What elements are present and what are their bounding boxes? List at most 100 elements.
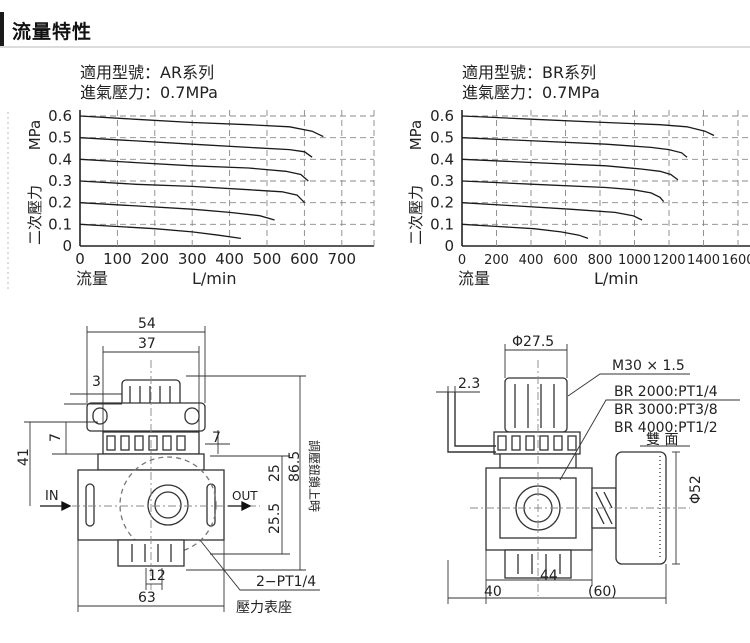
ar-dim-3: 3: [92, 374, 101, 390]
br-y-tick-label: 0.2: [430, 194, 454, 212]
ar-series-line-5: [79, 202, 275, 221]
ar-series-line-4: [79, 180, 306, 204]
title-divider: [0, 46, 750, 48]
chart-br-grid: [461, 110, 750, 247]
br-y-tick-label: 0.5: [430, 129, 454, 147]
ar-dim-41: 41: [16, 448, 32, 466]
br-y-tick-label: 0.3: [430, 172, 454, 190]
chart-br-series: [461, 115, 715, 240]
chart-ar-y-label: 二次壓力: [26, 185, 44, 245]
chart-ar-x-label: 流量: [76, 269, 108, 288]
ar-dimension-labels: 54 37 3 7 7 41 25 86.5 25.5 12 63 IN OUT…: [16, 316, 322, 616]
title-accent-bar: [0, 12, 4, 48]
ar-x-tick-label: 400: [215, 250, 244, 268]
br-dim-40: 40: [484, 584, 502, 600]
chart-br-y-ticks: 0.6 0.5 0.4 0.3 0.2 0.1 0: [430, 107, 454, 255]
ar-x-tick-label: 300: [178, 250, 207, 268]
ar-x-tick-label: 500: [253, 250, 282, 268]
ar-in-arrowhead: [61, 500, 72, 512]
chart-br-x-ticks: 0 200 400 600 800 1000120014001600: [458, 253, 750, 268]
br-series-line-5: [461, 202, 643, 221]
br-gauge-side: 雙 面: [646, 432, 678, 448]
br-x-tick-label: 600: [553, 253, 578, 268]
br-series-line-6: [461, 223, 589, 240]
br-port-spec-4000: BR 4000:PT1/2: [614, 420, 718, 436]
ar-x-tick-label: 700: [327, 250, 356, 268]
ar-dim-86-5: 86.5: [287, 451, 303, 482]
br-dim-phi-52: Φ52: [688, 475, 704, 504]
br-y-tick-label: 0: [444, 237, 454, 255]
br-series-line-4: [461, 180, 665, 203]
chart-br-x-label: 流量: [458, 269, 490, 288]
ar-nut-teeth: [106, 435, 186, 451]
br-dimension-labels: Φ27.5 2.3 M30 × 1.5 BR 2000:PT1/4 BR 300…: [458, 334, 718, 600]
ar-series-line-2: [79, 137, 313, 158]
ar-out-arrowhead: [241, 500, 252, 512]
br-dim-phi-27-5: Φ27.5: [512, 334, 554, 350]
ar-y-tick-label: 0.4: [48, 150, 72, 168]
ar-y-tick-label: 0.5: [48, 129, 72, 147]
section-title: 流量特性: [12, 20, 93, 43]
br-x-tick-label: 0: [458, 253, 466, 268]
br-y-tick-label: 0.1: [430, 215, 454, 233]
br-x-tick-label: 1200: [652, 253, 685, 268]
drawing-ar-regulator: [24, 326, 320, 612]
chart-ar-series: [79, 115, 324, 240]
br-port-outer: [515, 485, 561, 531]
br-knob: [504, 377, 568, 433]
ar-y-tick-label: 0.1: [48, 215, 72, 233]
ar-dim-54: 54: [138, 316, 156, 332]
chart-ar-x-unit: L/min: [192, 269, 236, 288]
br-x-tick-label: 1600: [721, 253, 750, 268]
ar-x-tick-label: 0: [75, 250, 85, 268]
chart-br-pressure: 進氣壓力：0.7MPa: [462, 83, 600, 102]
br-series-line-2: [461, 137, 688, 158]
ar-dim-7b: 7: [212, 430, 221, 446]
br-y-tick-label: 0.4: [430, 150, 454, 168]
chart-ar-model: 適用型號：AR系列: [80, 63, 214, 82]
ar-y-tick-label: 0.2: [48, 194, 72, 212]
br-x-tick-label: 1400: [687, 253, 720, 268]
ar-x-tick-label: 200: [140, 250, 169, 268]
ar-dim-25: 25: [267, 464, 283, 482]
chart-ar: 適用型號：AR系列 進氣壓力：0.7MPa MPa 二次壓力 0.60.50.4…: [26, 63, 375, 288]
chart-br: 適用型號：BR系列 進氣壓力：0.7MPa MPa 二次壓力 0.60.50.4…: [407, 63, 750, 288]
drawing-br-regulator: [436, 344, 740, 604]
br-port-spec-3000: BR 3000:PT3/8: [614, 402, 718, 418]
br-bracket: [447, 392, 496, 453]
ar-dim-25-5: 25.5: [267, 503, 283, 534]
ar-gauge-port-inner: [154, 491, 182, 519]
br-y-tick-label: 0.6: [430, 107, 454, 125]
ar-port-in: IN: [45, 489, 59, 504]
ar-series-line-3: [79, 158, 309, 182]
ar-dim-7a: 7: [48, 433, 64, 442]
br-ring-nut: [493, 431, 581, 455]
br-x-tick-label: 200: [484, 253, 509, 268]
ar-gauge-port-spec: 2−PT1/4: [256, 574, 316, 590]
chart-br-x-unit: L/min: [594, 269, 638, 288]
ar-dim-37: 37: [138, 336, 156, 352]
section-header: 流量特性: [0, 12, 112, 48]
ar-y-tick-label: 0.3: [48, 172, 72, 190]
br-thread-spec: M30 × 1.5: [612, 358, 685, 374]
ar-y-tick-label: 0: [62, 237, 72, 255]
chart-ar-pressure: 進氣壓力：0.7MPa: [80, 83, 218, 102]
ar-dim-12: 12: [148, 568, 166, 584]
chart-ar-grid: [79, 110, 375, 247]
chart-br-y-unit: MPa: [407, 120, 425, 151]
ar-knob-note: 調壓鈕鎖上時: [307, 440, 322, 512]
br-x-tick-label: 400: [519, 253, 544, 268]
br-series-line-3: [461, 158, 679, 181]
ar-bracket: [86, 402, 206, 432]
br-x-tick-label: 1000: [618, 253, 651, 268]
br-x-tick-label: 800: [588, 253, 613, 268]
ar-dimension-lines: [24, 326, 320, 612]
ar-series-line-6: [79, 223, 241, 240]
br-dim-44: 44: [540, 568, 558, 584]
br-dim-60: (60): [588, 584, 617, 600]
br-dim-2-3: 2.3: [458, 376, 480, 392]
ar-x-tick-label: 600: [290, 250, 319, 268]
ar-series-line-1: [79, 115, 324, 138]
